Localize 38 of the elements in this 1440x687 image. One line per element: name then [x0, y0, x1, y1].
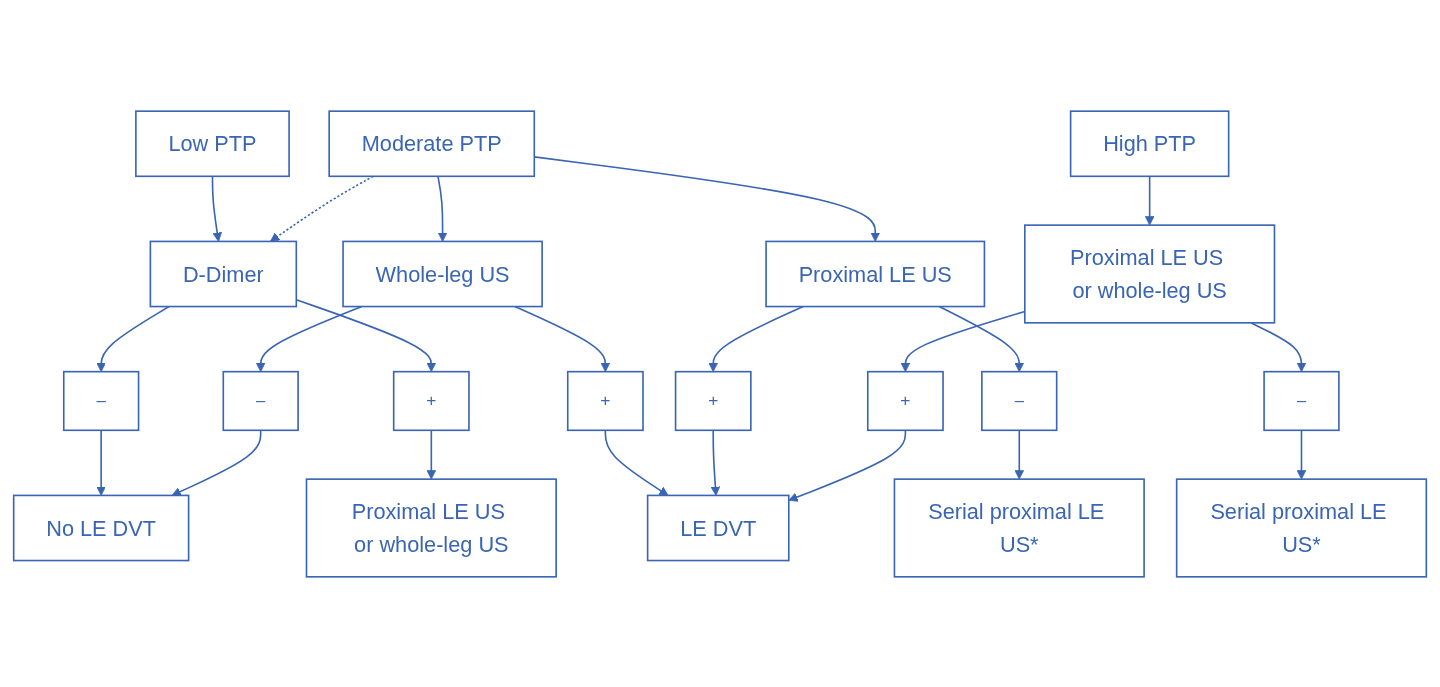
node-box: + [566, 370, 644, 431]
node-box: Serial proximal LE US* [1175, 477, 1428, 578]
arrow [269, 175, 374, 242]
node-box: – [1263, 370, 1340, 431]
node-box: – [222, 370, 299, 431]
arrow [1014, 428, 1025, 480]
arrow [171, 428, 262, 496]
arrow [211, 175, 222, 242]
node-box: Serial proximal LE US* [893, 477, 1145, 578]
arrow [96, 305, 170, 372]
arrow [1144, 175, 1155, 226]
arrow [788, 428, 907, 502]
node-box: No LE DVT [12, 494, 190, 561]
node-box: + [674, 370, 752, 431]
node-box: Proximal LE US [765, 240, 986, 307]
node-box: – [62, 370, 140, 431]
node-box: Proximal LE US or whole-leg US [305, 477, 557, 578]
node-box: + [392, 370, 470, 431]
arrow [1250, 321, 1307, 372]
node-box: Moderate PTP [328, 109, 536, 177]
node-box: Whole-leg US [342, 240, 543, 307]
node-box: LE DVT [646, 494, 790, 561]
node-box: D-Dimer [149, 240, 298, 307]
arrow [437, 175, 448, 242]
arrow [708, 305, 805, 372]
arrow [96, 428, 106, 496]
arrow [255, 305, 363, 372]
node-box: High PTP [1069, 109, 1230, 177]
arrow [710, 428, 721, 496]
arrow [514, 305, 611, 372]
node-box: + [866, 370, 944, 431]
arrow [938, 305, 1025, 372]
arrow [604, 428, 669, 496]
arrow [1296, 428, 1307, 480]
node-box: Proximal LE US or whole-leg US [1024, 223, 1276, 324]
node-box: Low PTP [135, 109, 290, 177]
arrow [426, 428, 437, 480]
node-box: – [981, 370, 1058, 431]
